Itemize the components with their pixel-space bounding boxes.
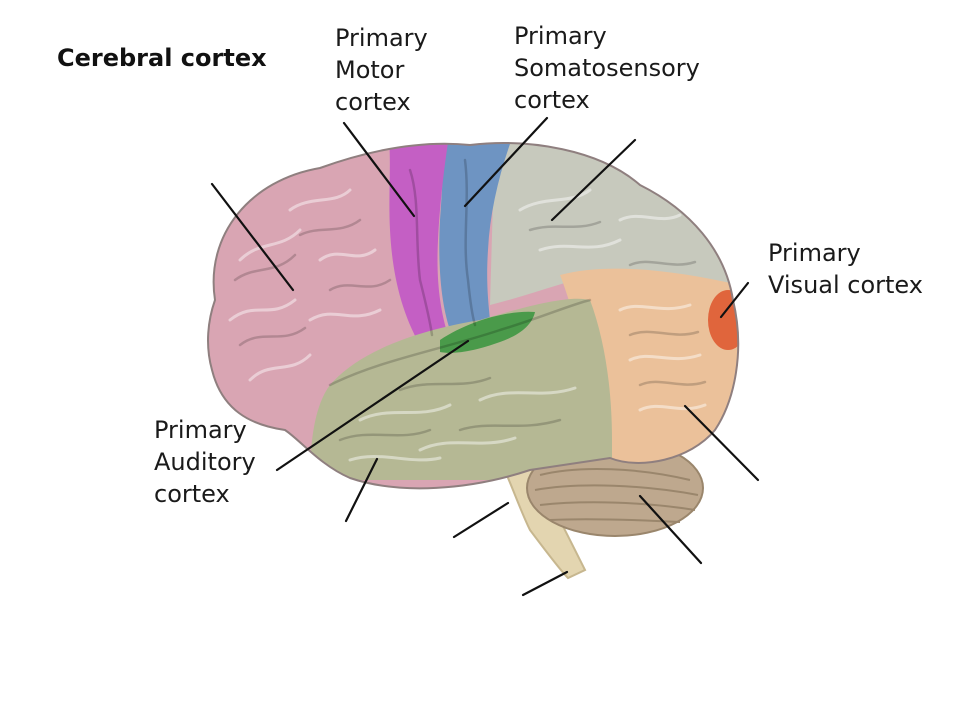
diagram-title: Cerebral cortex [57, 44, 267, 72]
motor-strip [388, 143, 450, 345]
leader-line-cerebellum [638, 494, 703, 565]
leader-line-brainstem [452, 501, 510, 539]
leader-lines [210, 116, 760, 597]
label-line: Motor [335, 56, 405, 84]
primary-visual-area [708, 290, 739, 350]
leader-line-motor [342, 121, 416, 218]
label-line: Primary [154, 416, 247, 444]
label-line: cortex [154, 480, 230, 508]
label-line: Primary [514, 22, 607, 50]
label-line: cortex [514, 86, 590, 114]
leader-line-somatosensory [463, 116, 549, 208]
leader-line-auditory [275, 339, 470, 472]
label-primary-somatosensory-cortex: Primary Somatosensory cortex [514, 20, 700, 116]
label-primary-motor-cortex: Primary Motor cortex [335, 22, 428, 118]
label-line: Primary [335, 24, 428, 52]
leader-line-temporal [344, 457, 379, 523]
leader-line-frontal [210, 182, 295, 292]
leader-line-visual [719, 281, 750, 319]
label-line: Somatosensory [514, 54, 700, 82]
leader-line-parietal [550, 138, 637, 222]
temporal-lobe [310, 298, 612, 480]
label-line: Visual cortex [768, 271, 923, 299]
somatosensory-strip [439, 143, 515, 330]
label-primary-auditory-cortex: Primary Auditory cortex [154, 414, 256, 510]
cerebrum [208, 143, 739, 489]
label-line: cortex [335, 88, 411, 116]
leader-line-occipital [683, 404, 760, 482]
gyri-highlights [228, 188, 707, 462]
sulci-shadows [233, 158, 707, 442]
leader-line-spinal-cord [521, 570, 569, 597]
label-primary-visual-cortex: Primary Visual cortex [768, 237, 923, 301]
label-line: Primary [768, 239, 861, 267]
label-line: Auditory [154, 448, 256, 476]
brain-outline [207, 142, 740, 490]
